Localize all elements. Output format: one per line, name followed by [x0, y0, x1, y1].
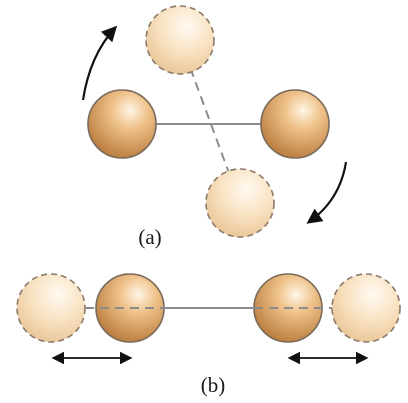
atom-left [88, 90, 156, 158]
ghost-atom-right [332, 274, 400, 342]
ghost-atom-bottom [206, 169, 274, 237]
panel-b-label: (b) [201, 373, 226, 397]
rotation-arrow-lower-right [309, 162, 346, 222]
ghost-atom-top [146, 6, 214, 74]
panel-a: (a) [83, 6, 346, 249]
panel-b: (b) [17, 274, 400, 397]
rotation-arrow-upper-left [83, 28, 115, 100]
panel-a-label: (a) [138, 225, 161, 249]
atom-right [261, 90, 329, 158]
ghost-atom-left [17, 274, 85, 342]
